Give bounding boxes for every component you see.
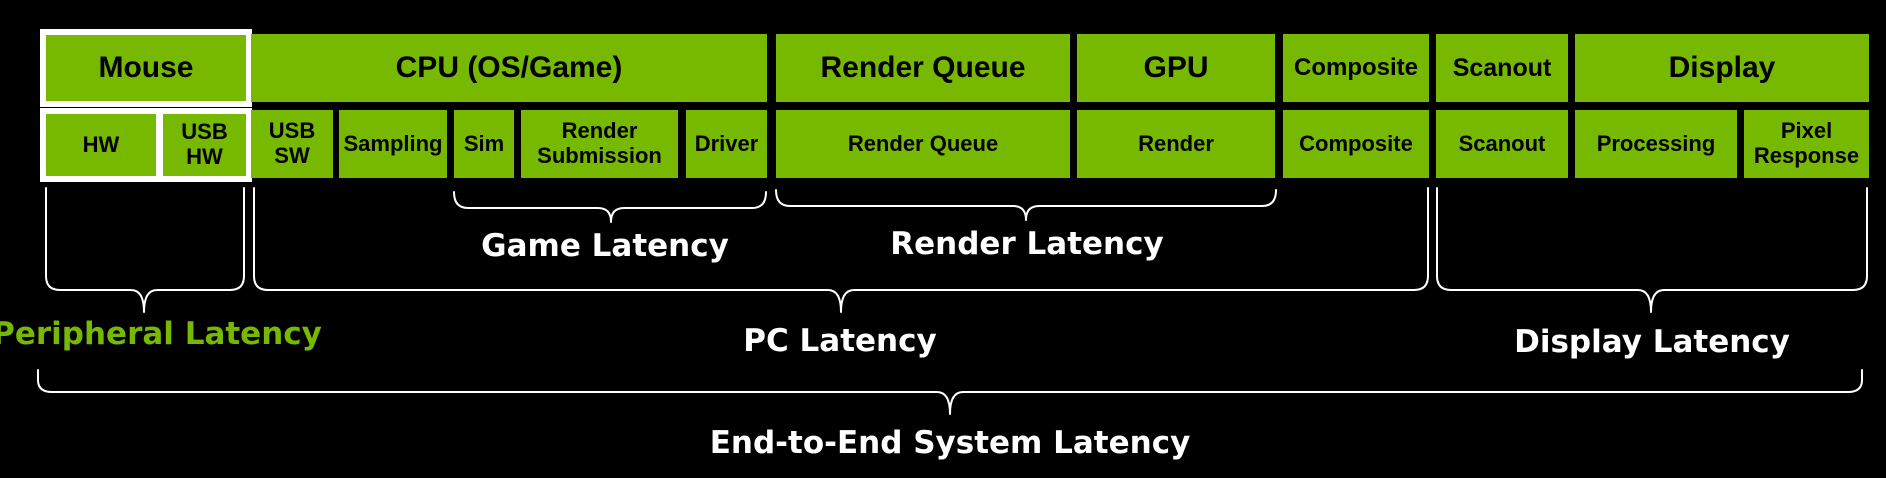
end-to-end-latency-label: End-to-End System Latency (709, 425, 1191, 461)
display-stage: Display (1575, 34, 1869, 102)
driver-substage: Driver (686, 110, 767, 178)
mouse-stage: Mouse (40, 29, 252, 107)
composite-substage: Composite (1283, 110, 1429, 178)
render-latency-bracket (775, 189, 1277, 221)
display-latency-label: Display Latency (1514, 324, 1790, 360)
cpu-stage: CPU (OS/Game) (251, 34, 767, 102)
render-substage: Render (1077, 110, 1275, 178)
display-latency-bracket (1436, 187, 1868, 313)
end-to-end-bracket (37, 369, 1863, 415)
gpu-stage: GPU (1077, 34, 1275, 102)
composite-stage: Composite (1283, 34, 1429, 102)
sampling-substage: Sampling (339, 110, 447, 178)
sim-substage: Sim (454, 110, 514, 178)
render-submission-substage: Render Submission (521, 110, 678, 178)
scanout-substage: Scanout (1436, 110, 1568, 178)
peripheral-latency-bracket (45, 187, 245, 313)
usb-sw-substage: USB SW (251, 110, 333, 178)
usb-hw-substage: USB HW (157, 108, 252, 182)
render-latency-label: Render Latency (890, 226, 1164, 262)
render-queue-stage: Render Queue (776, 34, 1070, 102)
peripheral-latency-label: Peripheral Latency (0, 316, 322, 352)
game-latency-bracket (453, 191, 767, 223)
pc-latency-label: PC Latency (743, 323, 937, 359)
scanout-stage: Scanout (1436, 34, 1568, 102)
pc-latency-bracket (253, 187, 1429, 313)
render-queue-substage: Render Queue (776, 110, 1070, 178)
processing-substage: Processing (1575, 110, 1737, 178)
game-latency-label: Game Latency (481, 228, 729, 264)
pixel-response-substage: Pixel Response (1744, 110, 1869, 178)
hw-substage: HW (40, 108, 162, 182)
